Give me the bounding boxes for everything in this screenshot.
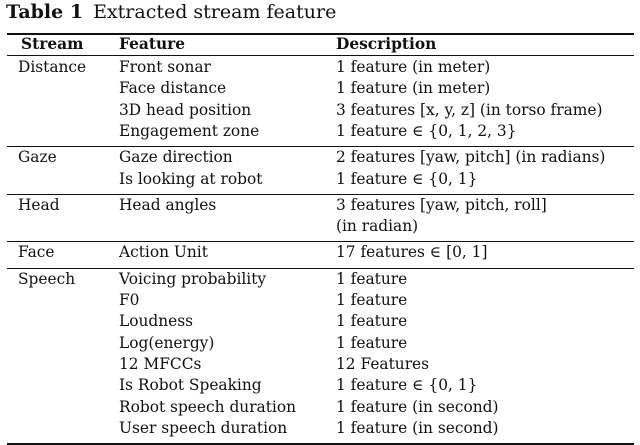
table-caption: Table 1 Extracted stream feature [6,1,336,23]
feature-cell: Front sonar [119,58,211,76]
group-separator-rule [7,146,634,148]
description-cell: 1 feature (in second) [336,418,499,437]
description-cell: 1 feature [336,333,408,352]
table-bottom-rule [7,443,634,445]
table-caption-text: Extracted stream feature [93,1,337,23]
document-page: Table 1 Extracted stream feature Stream F… [6,1,634,445]
feature-cell: User speech duration [119,418,288,437]
feature-cell: Face distance [119,79,227,98]
feature-cell: Gaze direction [119,148,233,167]
stream-cell: Speech [18,269,76,288]
stream-cell: Face [18,243,55,262]
feature-cell: Log(energy) [119,333,215,352]
header-rule [7,55,634,56]
header-stream: Stream [21,35,84,53]
feature-cell: Voicing probability [119,269,267,288]
group-separator-rule [7,267,634,269]
feature-cell: Head angles [119,195,217,214]
description-cell: 1 feature (in meter) [336,58,491,76]
feature-cell: Action Unit [119,243,208,262]
description-cell: 17 features ∈ [0, 1] [336,243,488,262]
description-cell: 2 features [yaw, pitch] (in radians) [336,148,606,167]
description-cell: 1 feature (in meter) [336,79,491,98]
feature-cell: 12 MFCCs [119,354,202,373]
header-feature: Feature [119,35,186,53]
description-cell: 1 feature [336,269,408,288]
description-cell: 1 feature ∈ {0, 1, 2, 3} [336,121,517,140]
group-separator-rule [7,241,634,243]
description-cell: 1 feature [336,312,408,331]
group-separator-rule [7,193,634,195]
stream-cell: Gaze [18,148,57,167]
description-cell: 1 feature ∈ {0, 1} [336,169,478,188]
feature-cell: 3D head position [119,100,252,119]
feature-cell: Loudness [119,312,194,331]
header-description: Description [336,35,437,53]
stream-cell: Distance [18,58,87,76]
feature-cell: Robot speech duration [119,397,297,416]
stream-cell: Head [18,195,60,214]
table-top-rule [7,33,634,35]
description-cell: 3 features [yaw, pitch, roll] [336,195,547,214]
feature-cell: Engagement zone [119,121,260,140]
feature-cell: F0 [119,291,140,309]
description-cell: 1 feature (in second) [336,397,499,416]
description-cell: 12 Features [336,354,430,373]
feature-cell: Is looking at robot [119,169,263,188]
feature-cell: Is Robot Speaking [119,376,262,395]
description-cell: 1 feature ∈ {0, 1} [336,376,478,395]
table-caption-label: Table 1 [6,1,84,23]
description-cell: (in radian) [336,217,419,236]
description-cell: 3 features [x, y, z] (in torso frame) [336,100,603,119]
description-cell: 1 feature [336,291,408,309]
